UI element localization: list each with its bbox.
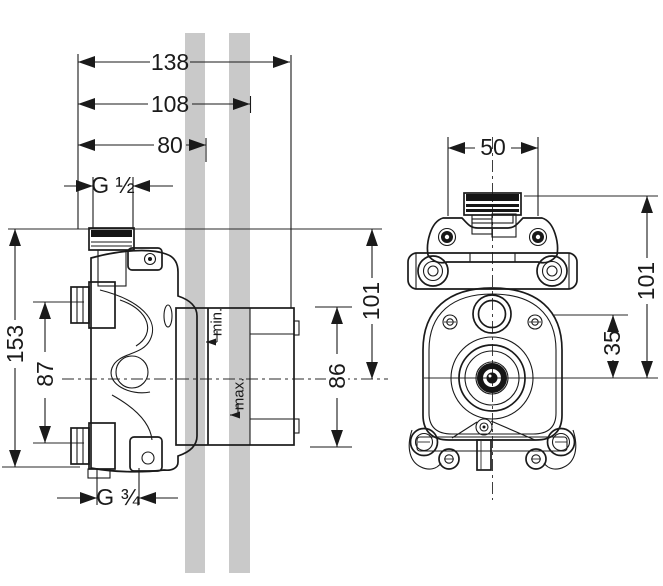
bottom-center-tab (476, 439, 492, 471)
min-plaster-label: min. (209, 308, 226, 336)
wall-layer-inner (185, 33, 205, 573)
foot-left (409, 427, 460, 470)
bottom-mounting-foot (129, 436, 163, 472)
dim-depth-80: 80 (78, 132, 206, 158)
dim-g-three-quarter-label: G ¾ (96, 484, 140, 510)
top-thread-connector (88, 227, 135, 287)
side-view-dimensions: 138 108 80 G ½ 153 87 (2, 49, 384, 510)
wall-layer-outer (229, 33, 250, 573)
dim-101-side-label: 101 (358, 282, 384, 320)
side-view: min. max. (2, 227, 388, 479)
dim-g-half-label: G ½ (91, 172, 134, 198)
dim-depth-108: 108 (78, 91, 250, 117)
box-tab-top (293, 320, 300, 336)
bottom-feet (408, 427, 577, 471)
dim-thread-g-half: G ½ (64, 172, 173, 198)
front-view (407, 137, 658, 500)
wall-layers (185, 33, 250, 573)
dim-86-label: 86 (324, 363, 350, 389)
cross-bar (407, 252, 578, 290)
dim-108-label: 108 (151, 91, 189, 117)
dim-35-label: 35 (599, 330, 625, 356)
pipe-stub (491, 213, 517, 238)
dim-101-front-label: 101 (633, 262, 659, 300)
upper-side-port (70, 281, 116, 329)
foot-right (525, 427, 576, 470)
housing-screw-right (527, 314, 543, 330)
dim-height-153: 153 (2, 229, 28, 467)
top-bracket (426, 213, 559, 264)
dim-height-86: 86 (324, 307, 350, 447)
cartridge-boss (450, 336, 534, 420)
dim-height-101-front: 101 (633, 196, 659, 378)
dim-height-101-side: 101 (358, 229, 384, 379)
upper-port-circle (472, 294, 512, 334)
dim-80-label: 80 (157, 132, 183, 158)
plaster-depth-min: min. (206, 308, 226, 346)
front-view-dimensions: 50 101 35 (447, 134, 659, 378)
flush-box (175, 307, 300, 446)
dim-thread-g-three-quarter: G ¾ (57, 484, 178, 510)
dim-depth-138: 138 (78, 49, 290, 75)
dim-138-label: 138 (151, 49, 189, 75)
top-mounting-tab (127, 247, 163, 271)
max-plaster-label: max. (231, 378, 248, 411)
lower-side-port (70, 422, 116, 479)
valve-body-side (90, 249, 198, 473)
dim-153-label: 153 (2, 325, 28, 363)
dim-50-label: 50 (480, 134, 506, 160)
dim-87-label: 87 (32, 361, 58, 387)
front-housing (422, 287, 563, 441)
dim-width-50: 50 (448, 134, 538, 160)
box-tab-bottom (293, 418, 300, 434)
plaster-depth-max: max. (230, 378, 248, 419)
dim-height-87: 87 (32, 302, 58, 443)
dim-height-35: 35 (599, 315, 625, 378)
housing-screw-left (442, 314, 458, 330)
